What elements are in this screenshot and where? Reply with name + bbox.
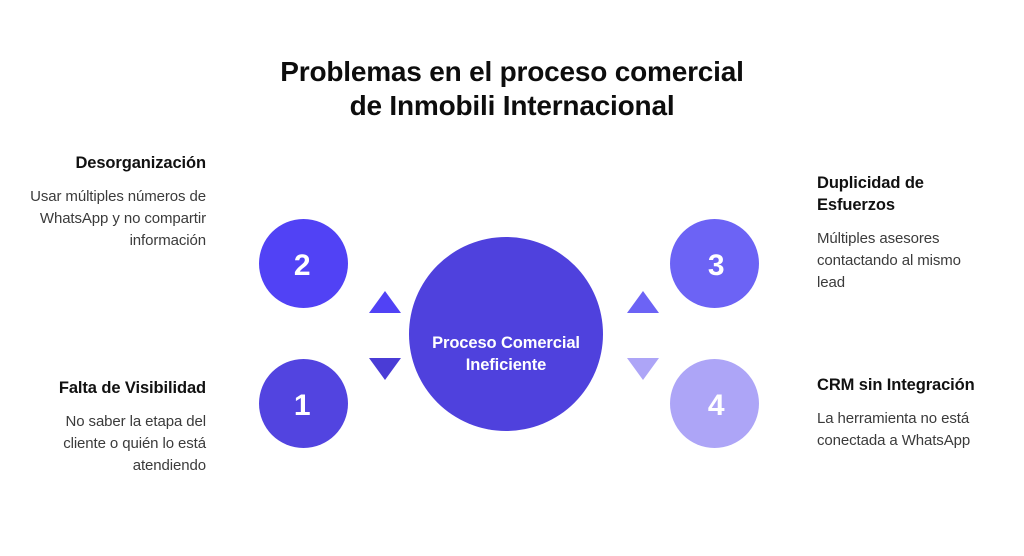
node-circle-2-number: 2: [293, 248, 312, 282]
page-title-line-1: Problemas en el proceso comercial: [280, 56, 744, 87]
node-circle-2: 2: [259, 219, 348, 308]
node-circle-1-number: 1: [293, 388, 312, 422]
triangle-up-icon-right: [627, 291, 659, 313]
triangle-down-icon-left: [369, 358, 401, 380]
center-circle-label: Proceso Comercial Ineficiente: [432, 332, 580, 376]
callout-desorganizacion-body: Usar múltiples números de WhatsApp y no …: [30, 188, 206, 249]
callout-falta-de-visibilidad-heading: Falta de Visibilidad: [58, 379, 206, 397]
center-circle: Proceso Comercial Ineficiente: [409, 237, 603, 431]
callout-desorganizacion: Desorganización Usar múltiples números d…: [26, 152, 206, 252]
callout-falta-de-visibilidad-body: No saber la etapa del cliente o quién lo…: [63, 413, 206, 474]
center-circle-label-line-1: Proceso Comercial: [432, 334, 580, 352]
node-circle-3-number: 3: [707, 248, 726, 282]
page-title: Problemas en el proceso comercial de Inm…: [0, 55, 1024, 123]
callout-duplicidad-de-esfuerzos: Duplicidad de Esfuerzos Múltiples asesor…: [817, 172, 992, 294]
node-circle-4: 4: [670, 359, 759, 448]
callout-duplicidad-de-esfuerzos-body: Múltiples asesores contactando al mismo …: [817, 230, 961, 291]
callout-crm-sin-integracion-heading: CRM sin Integración: [817, 376, 975, 394]
triangle-up-icon-left: [369, 291, 401, 313]
node-circle-1: 1: [259, 359, 348, 448]
callout-desorganizacion-heading: Desorganización: [75, 154, 206, 172]
node-circle-4-number: 4: [707, 388, 726, 422]
callout-crm-sin-integracion-body: La herramienta no está conectada a Whats…: [817, 410, 971, 449]
callout-crm-sin-integracion: CRM sin Integración La herramienta no es…: [817, 374, 992, 452]
callout-falta-de-visibilidad: Falta de Visibilidad No saber la etapa d…: [26, 377, 206, 477]
callout-duplicidad-de-esfuerzos-heading: Duplicidad de Esfuerzos: [817, 174, 924, 214]
triangle-down-icon-right: [627, 358, 659, 380]
node-circle-3: 3: [670, 219, 759, 308]
page-title-line-2: de Inmobili Internacional: [349, 90, 675, 121]
center-circle-label-line-2: Ineficiente: [465, 356, 547, 374]
